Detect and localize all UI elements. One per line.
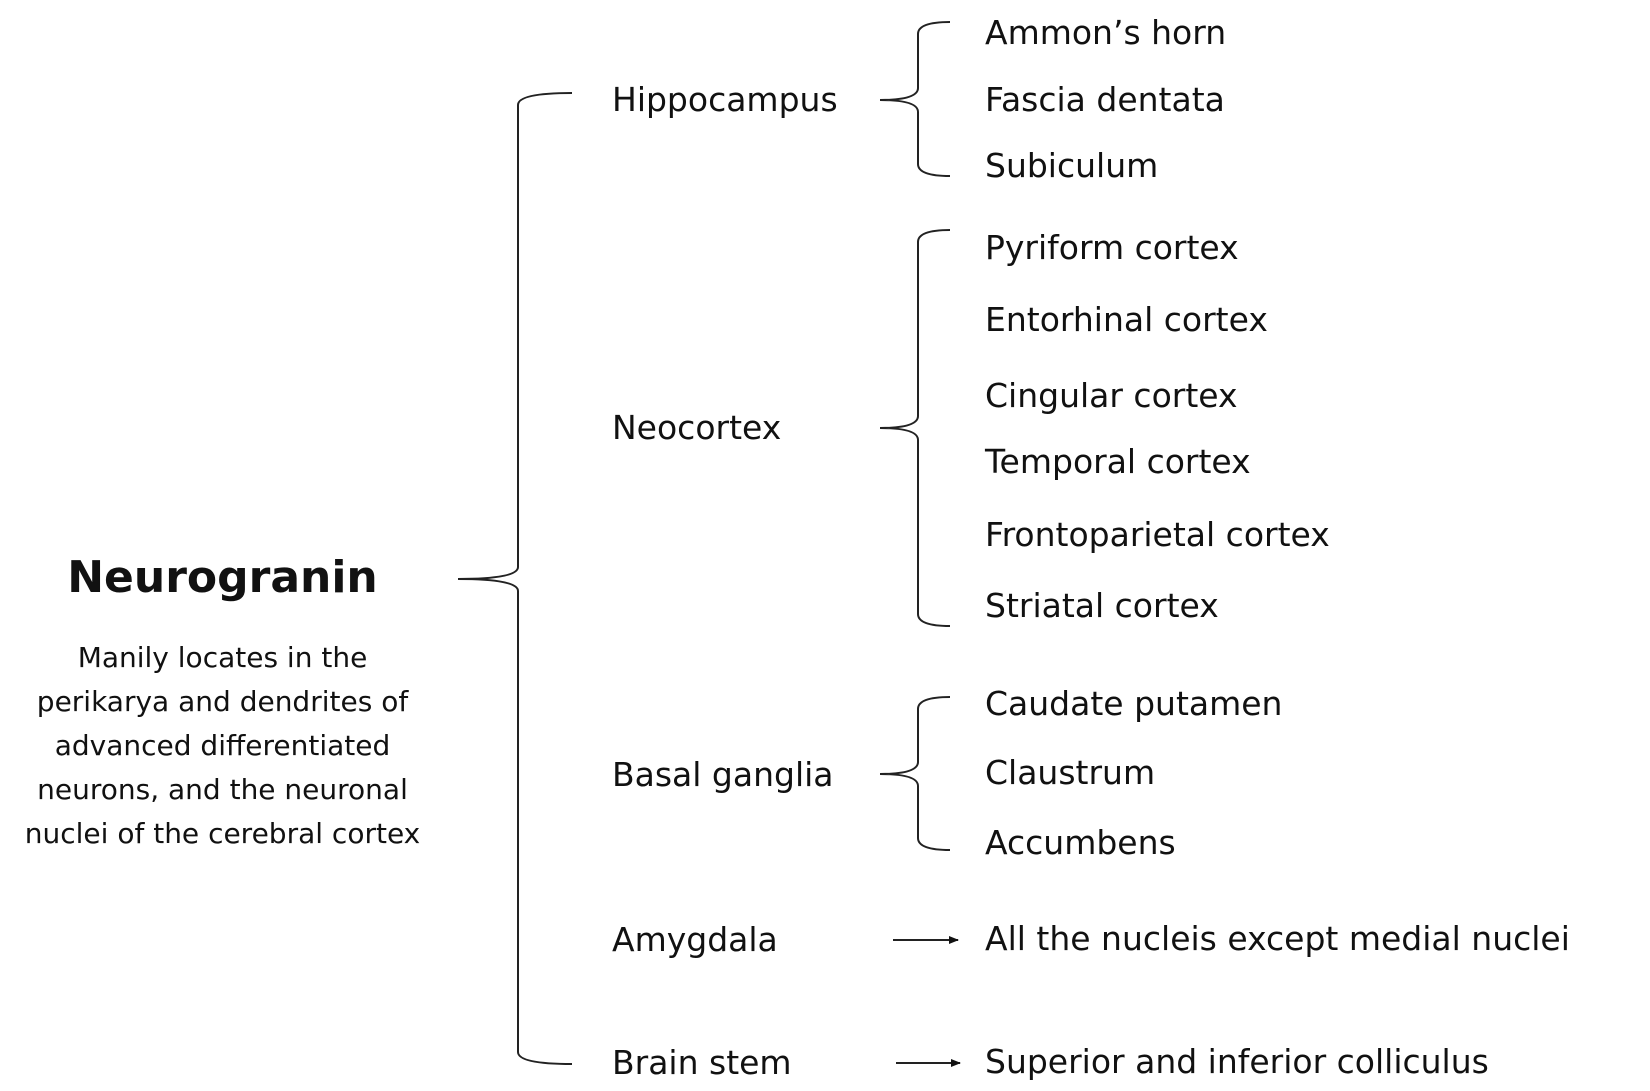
root-description-line: nuclei of the cerebral cortex xyxy=(24,817,421,850)
region-label-brain-stem: Brain stem xyxy=(612,1043,792,1082)
subregion-label: Cingular cortex xyxy=(985,376,1238,415)
subregion-label: All the nucleis except medial nuclei xyxy=(985,919,1570,958)
root-brace xyxy=(457,92,573,1065)
subregion-label: Claustrum xyxy=(985,753,1156,792)
root-description-line: Manily locates in the xyxy=(77,641,368,674)
subregion-label: Frontoparietal cortex xyxy=(985,515,1330,554)
root-title: Neurogranin xyxy=(67,552,378,603)
region-label-neocortex: Neocortex xyxy=(612,408,782,447)
subregion-label: Entorhinal cortex xyxy=(985,300,1268,339)
root-description: Manily locates in the perikarya and dend… xyxy=(0,636,445,856)
subregion-label: Striatal cortex xyxy=(985,586,1219,625)
region-label-hippocampus: Hippocampus xyxy=(612,80,838,119)
neocortex-brace xyxy=(879,229,951,627)
subregion-label: Superior and inferior colliculus xyxy=(985,1042,1489,1081)
root-description-line: advanced differentiated xyxy=(54,729,391,762)
root-description-line: perikarya and dendrites of xyxy=(36,685,409,718)
subregion-label: Fascia dentata xyxy=(985,80,1225,119)
region-label-amygdala: Amygdala xyxy=(612,920,778,959)
subregion-label: Pyriform cortex xyxy=(985,228,1239,267)
subregion-label: Subiculum xyxy=(985,146,1159,185)
root-description-line: neurons, and the neuronal xyxy=(37,773,408,806)
subregion-label: Ammon’s horn xyxy=(985,13,1227,52)
subregion-label: Accumbens xyxy=(985,823,1176,862)
hippocampus-brace xyxy=(879,21,951,177)
subregion-label: Caudate putamen xyxy=(985,684,1283,723)
region-label-basal-ganglia: Basal ganglia xyxy=(612,755,834,794)
basal-ganglia-brace xyxy=(879,696,951,851)
subregion-label: Temporal cortex xyxy=(985,442,1251,481)
